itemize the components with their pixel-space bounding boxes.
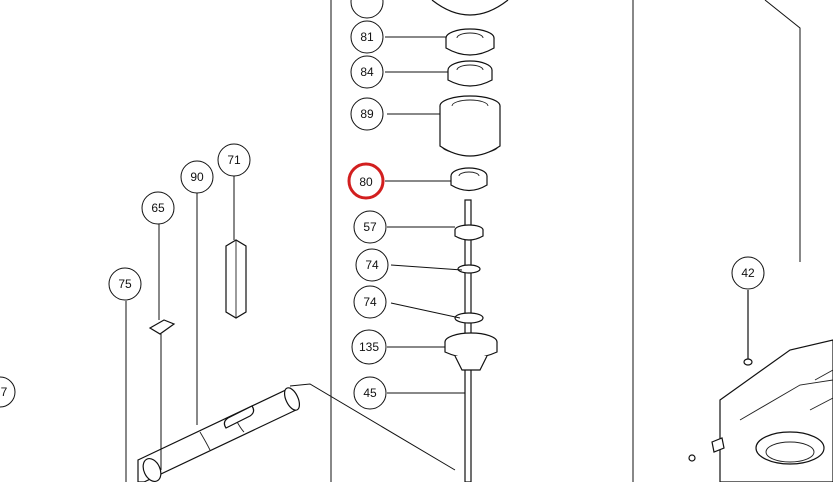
center-assembly — [431, 0, 509, 482]
part-65 — [148, 319, 176, 335]
top-part — [431, 0, 509, 16]
callout-bubble-84 — [350, 55, 384, 89]
left-assembly: 7 — [0, 239, 301, 482]
callout-label-71: 71 — [227, 153, 241, 167]
callout-label-84: 84 — [360, 65, 374, 79]
callout-bubble-89 — [350, 97, 384, 131]
callout-label-left: 7 — [1, 385, 8, 399]
callout-label-80: 80 — [359, 175, 373, 189]
callout-bubble-75 — [108, 267, 142, 301]
callout-bubble-74-lower — [353, 285, 387, 319]
callout-bubble-45 — [353, 376, 387, 410]
callout-bubble-65 — [141, 191, 175, 225]
callout-bubble-135 — [351, 329, 387, 365]
callout-label-135: 135 — [359, 340, 379, 354]
part-74-lower — [454, 312, 484, 324]
callout-label-89: 89 — [360, 107, 374, 121]
part-84 — [447, 60, 493, 87]
part-57 — [454, 224, 484, 241]
callout-label-74-lower: 74 — [363, 295, 377, 309]
leader-lines — [125, 36, 465, 482]
right-housing — [688, 290, 833, 482]
callout-label-74-upper: 74 — [365, 258, 379, 272]
section-lines — [289, 0, 801, 482]
callout-label-42: 42 — [741, 266, 755, 280]
part-90 — [137, 387, 301, 482]
callout-bubble-81 — [350, 20, 384, 54]
callout-bubble-57 — [353, 210, 387, 244]
callouts: 83 81 84 89 80 57 74 74 135 45 71 90 65 … — [108, 0, 765, 410]
callout-label-75: 75 — [118, 277, 132, 291]
callout-bubble-80-highlighted — [347, 162, 385, 200]
callout-bubble-74-upper — [355, 248, 389, 282]
part-81 — [445, 28, 495, 56]
callout-bubble-left — [0, 376, 16, 408]
screw-42 — [743, 358, 753, 366]
callout-bubble-top — [350, 0, 384, 19]
callout-bubble-71 — [217, 143, 251, 177]
callout-label-90: 90 — [190, 170, 204, 184]
screw-small — [688, 454, 696, 462]
housing-bore — [755, 431, 825, 465]
part-89 — [439, 95, 501, 157]
callout-bubble-90 — [180, 160, 214, 194]
callout-label-45: 45 — [363, 386, 377, 400]
callout-label-81: 81 — [360, 30, 374, 44]
callout-bubble-42 — [731, 256, 765, 290]
part-80 — [450, 167, 488, 192]
callout-label-top: 83 — [360, 0, 374, 3]
part-135 — [444, 332, 498, 371]
callout-label-65: 65 — [151, 201, 165, 215]
part-74-upper — [457, 264, 481, 274]
callout-label-57: 57 — [363, 220, 377, 234]
housing-tab — [711, 437, 725, 453]
